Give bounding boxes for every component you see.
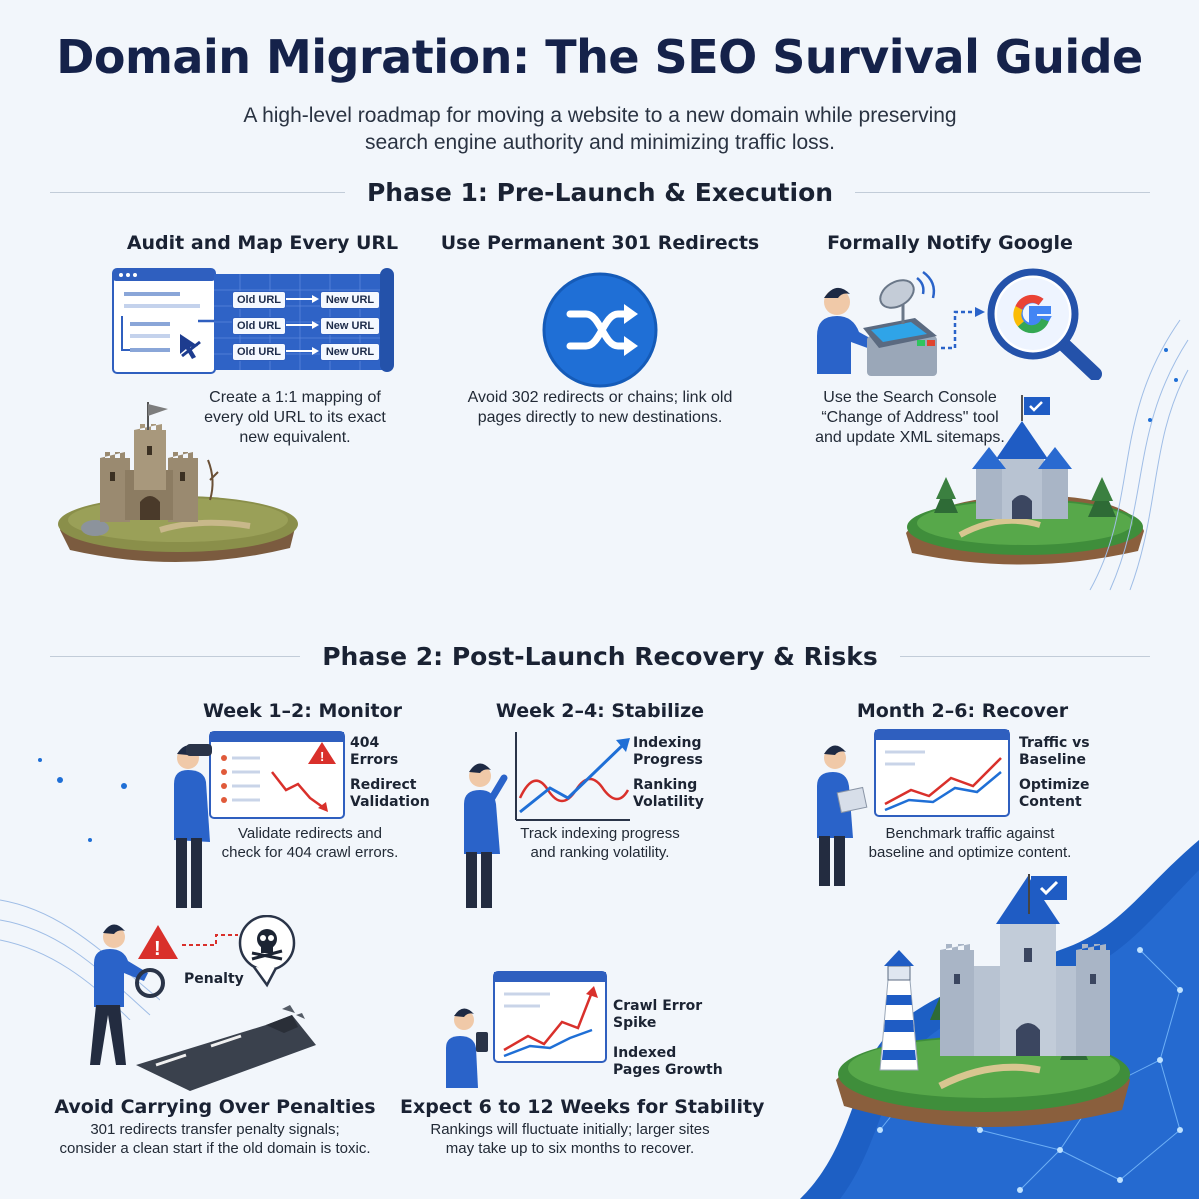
caption-line: Rankings will fluctuate initially; large…	[430, 1121, 710, 1138]
divider	[50, 656, 301, 657]
recovered-castle-island	[836, 876, 1130, 1128]
page-subtitle: A high-level roadmap for moving a websit…	[150, 102, 1050, 156]
side-label-ranking: Ranking Volatility	[633, 777, 704, 810]
caption-line: and update XML sitemaps.	[815, 429, 1005, 446]
svg-text:!: !	[154, 938, 161, 960]
monitor-illustration: !	[174, 731, 345, 908]
step-title-stabilize: Week 2–4: Stabilize	[495, 700, 705, 722]
old-castle-island	[58, 402, 298, 563]
side-label-traffic: Traffic vs Baseline	[1019, 735, 1090, 768]
penalty-illustration: !	[90, 915, 316, 1091]
step-caption-301: Avoid 302 redirects or chains; link old …	[430, 388, 770, 428]
caption-line: Avoid 302 redirects or chains; link old	[467, 389, 733, 406]
caption-line: consider a clean start if the old domain…	[59, 1140, 371, 1157]
page-title: Domain Migration: The SEO Survival Guide	[56, 30, 1143, 84]
new-url-label: New URL	[320, 317, 380, 335]
caption-line: may take up to six months to recover.	[445, 1140, 695, 1157]
old-url-label: Old URL	[232, 291, 286, 309]
penalty-label: Penalty	[184, 971, 244, 987]
caption-line: Create a 1:1 mapping of	[209, 389, 381, 406]
caption-line: Benchmark traffic against	[885, 825, 1055, 842]
penalties-title: Avoid Carrying Over Penalties	[54, 1096, 376, 1118]
side-label-redirect: Redirect Validation	[350, 777, 430, 810]
phase2-header: Phase 2: Post-Launch Recovery & Risks	[50, 642, 1151, 671]
step-caption-stabilize: Track indexing progress and ranking vola…	[500, 824, 700, 862]
svg-text:!: !	[320, 749, 324, 764]
caption-line: new equivalent.	[239, 429, 351, 446]
caption-line: Track indexing progress	[520, 825, 680, 842]
new-url-label: New URL	[320, 343, 380, 361]
divider	[50, 192, 345, 193]
old-url-label: Old URL	[232, 343, 286, 361]
stability-title: Expect 6 to 12 Weeks for Stability	[400, 1096, 765, 1118]
caption-line: and ranking volatility.	[530, 844, 670, 861]
caption-line: Validate redirects and	[238, 825, 382, 842]
caption-line: pages directly to new destinations.	[477, 409, 723, 426]
recover-illustration	[817, 729, 1010, 886]
caption-line: check for 404 crawl errors.	[221, 844, 399, 861]
step-title-google: Formally Notify Google	[827, 232, 1073, 254]
divider	[855, 192, 1151, 193]
divider	[899, 656, 1151, 657]
subtitle-line: A high-level roadmap for moving a websit…	[243, 104, 957, 127]
step-caption-audit: Create a 1:1 mapping of every old URL to…	[180, 388, 410, 448]
decorative-lines	[1089, 319, 1189, 591]
shuffle-icon	[542, 272, 658, 388]
step-title-recover: Month 2–6: Recover	[856, 700, 1069, 722]
phase1-label: Phase 1: Pre-Launch & Execution	[366, 178, 834, 207]
stability-illustration	[446, 971, 607, 1088]
notify-google-illustration	[817, 270, 985, 376]
step-caption-monitor: Validate redirects and check for 404 cra…	[190, 824, 430, 862]
side-label-crawl-error: Crawl Error Spike	[613, 998, 703, 1031]
step-caption-recover: Benchmark traffic against baseline and o…	[850, 824, 1090, 862]
step-title-301: Use Permanent 301 Redirects	[440, 232, 760, 254]
penalties-caption: 301 redirects transfer penalty signals; …	[30, 1120, 400, 1158]
step-title-audit: Audit and Map Every URL	[126, 232, 399, 254]
phase1-header: Phase 1: Pre-Launch & Execution	[50, 178, 1151, 207]
new-url-label: New URL	[320, 291, 380, 309]
flag-check-icon	[1028, 874, 1067, 914]
step-caption-google: Use the Search Console “Change of Addres…	[790, 388, 1030, 448]
caption-line: 301 redirects transfer penalty signals;	[90, 1121, 340, 1138]
old-url-label: Old URL	[232, 317, 286, 335]
caption-line: baseline and optimize content.	[868, 844, 1072, 861]
stabilize-illustration	[464, 732, 630, 908]
side-label-indexed-pages: Indexed Pages Growth	[613, 1045, 723, 1078]
side-label-404: 404 Errors	[350, 735, 399, 768]
side-label-indexing: Indexing Progress	[633, 735, 703, 768]
google-magnifier-icon	[987, 268, 1102, 380]
phase2-label: Phase 2: Post-Launch Recovery & Risks	[322, 642, 878, 671]
side-label-optimize: Optimize Content	[1019, 777, 1090, 810]
new-castle-island	[906, 395, 1144, 565]
caption-line: every old URL to its exact	[204, 409, 386, 426]
subtitle-line: search engine authority and minimizing t…	[364, 131, 835, 154]
caption-line: Use the Search Console	[823, 389, 997, 406]
step-title-monitor: Week 1–2: Monitor	[203, 700, 402, 722]
caption-line: “Change of Address" tool	[821, 409, 999, 426]
stability-caption: Rankings will fluctuate initially; large…	[395, 1120, 745, 1158]
